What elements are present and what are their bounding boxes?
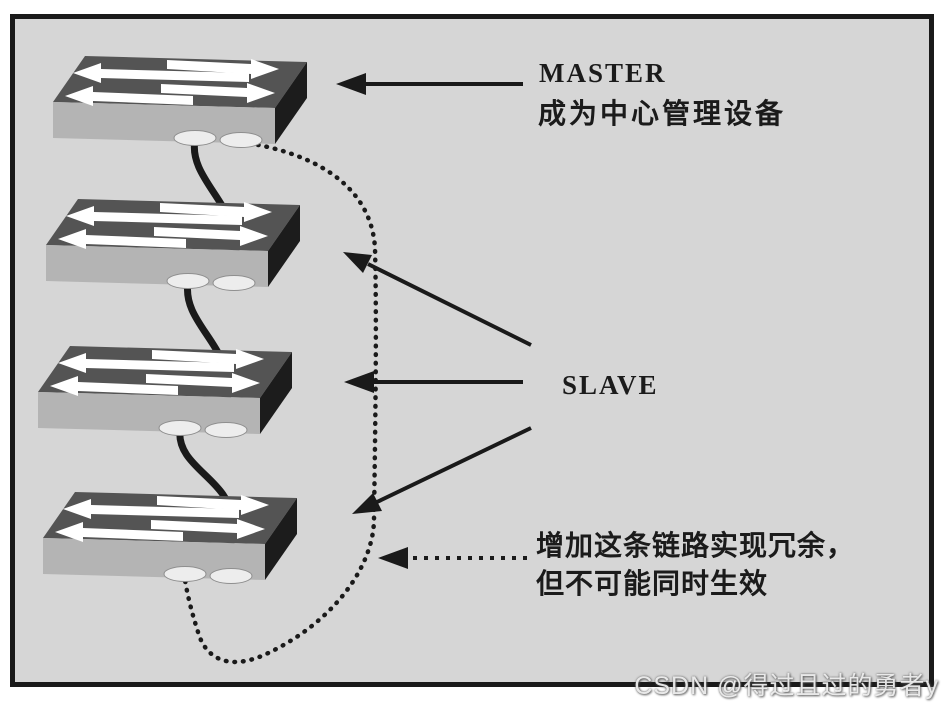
slave-pointer-arrow-bottom [352, 426, 532, 514]
redundant-link-dotted [182, 139, 379, 665]
master-label: MASTER [539, 58, 667, 88]
slave-label: SLAVE [562, 370, 659, 400]
slave-pointer-arrow-top [343, 252, 532, 347]
slave-pointer-arrow-middle [344, 371, 523, 393]
redundancy-pointer-arrow-dashed [378, 547, 527, 569]
master-subtitle-label: 成为中心管理设备 [538, 99, 787, 130]
switch-icon-slave-1 [45, 198, 301, 291]
redundancy-note-line2: 但不可能同时生效 [536, 569, 769, 600]
csdn-watermark: CSDN @得过且过的勇者y [634, 672, 939, 700]
switch-icon-slave-2 [37, 345, 293, 438]
switch-icon-slave-3 [42, 491, 298, 584]
redundancy-note-line1: 增加这条链路实现冗余， [536, 531, 856, 562]
switch-icon-master [52, 55, 308, 148]
master-pointer-arrow [336, 73, 523, 95]
